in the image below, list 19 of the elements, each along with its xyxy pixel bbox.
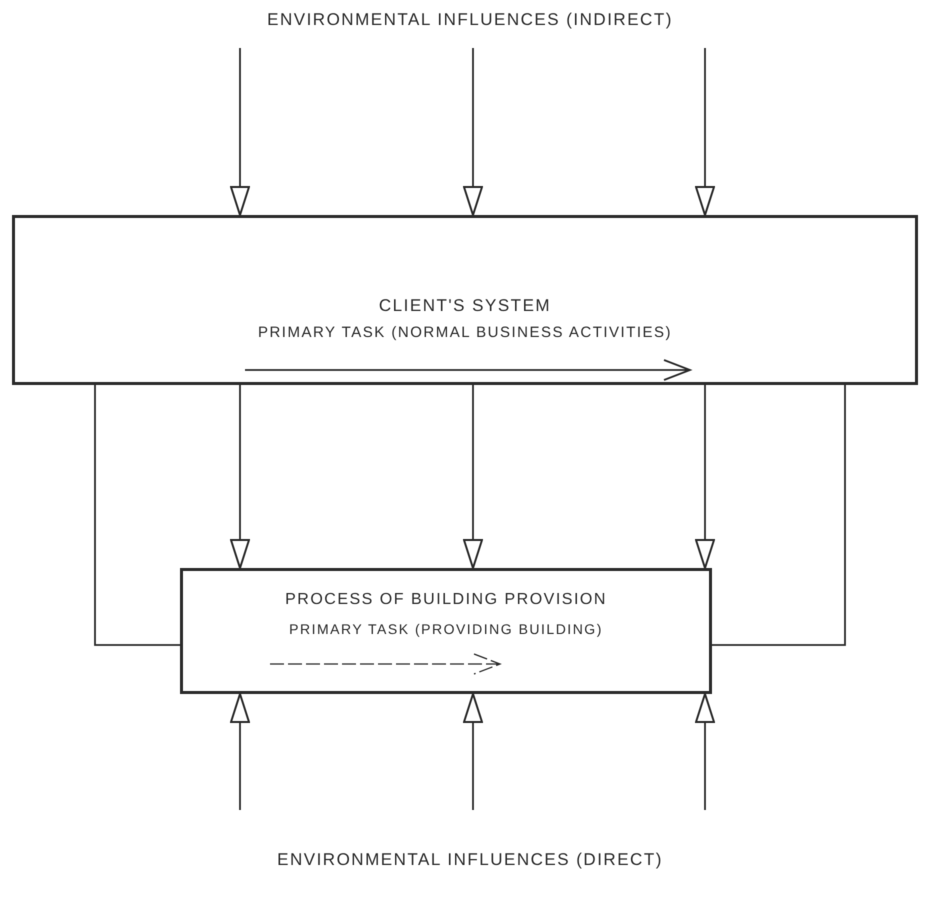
box-subtitle: PRIMARY TASK (PROVIDING BUILDING) <box>288 621 604 637</box>
system-box <box>12 215 918 385</box>
arrow <box>230 48 250 216</box>
connector-line <box>712 385 846 646</box>
arrow <box>230 385 250 569</box>
arrow <box>695 48 715 216</box>
arrow <box>230 693 250 810</box>
heading-text: ENVIRONMENTAL INFLUENCES (INDIRECT) <box>200 4 740 36</box>
arrow <box>463 48 483 216</box>
connector-line <box>94 385 180 646</box>
arrow <box>463 385 483 569</box>
arrow <box>463 693 483 810</box>
box-subtitle: PRIMARY TASK (NORMAL BUSINESS ACTIVITIES) <box>256 324 674 341</box>
arrow <box>695 693 715 810</box>
process-box <box>180 568 712 694</box>
box-title: PROCESS OF BUILDING PROVISION <box>284 591 608 609</box>
box-title: CLIENT'S SYSTEM <box>378 296 552 316</box>
heading-text: ENVIRONMENTAL INFLUENCES (DIRECT) <box>200 842 740 878</box>
arrow <box>695 385 715 569</box>
